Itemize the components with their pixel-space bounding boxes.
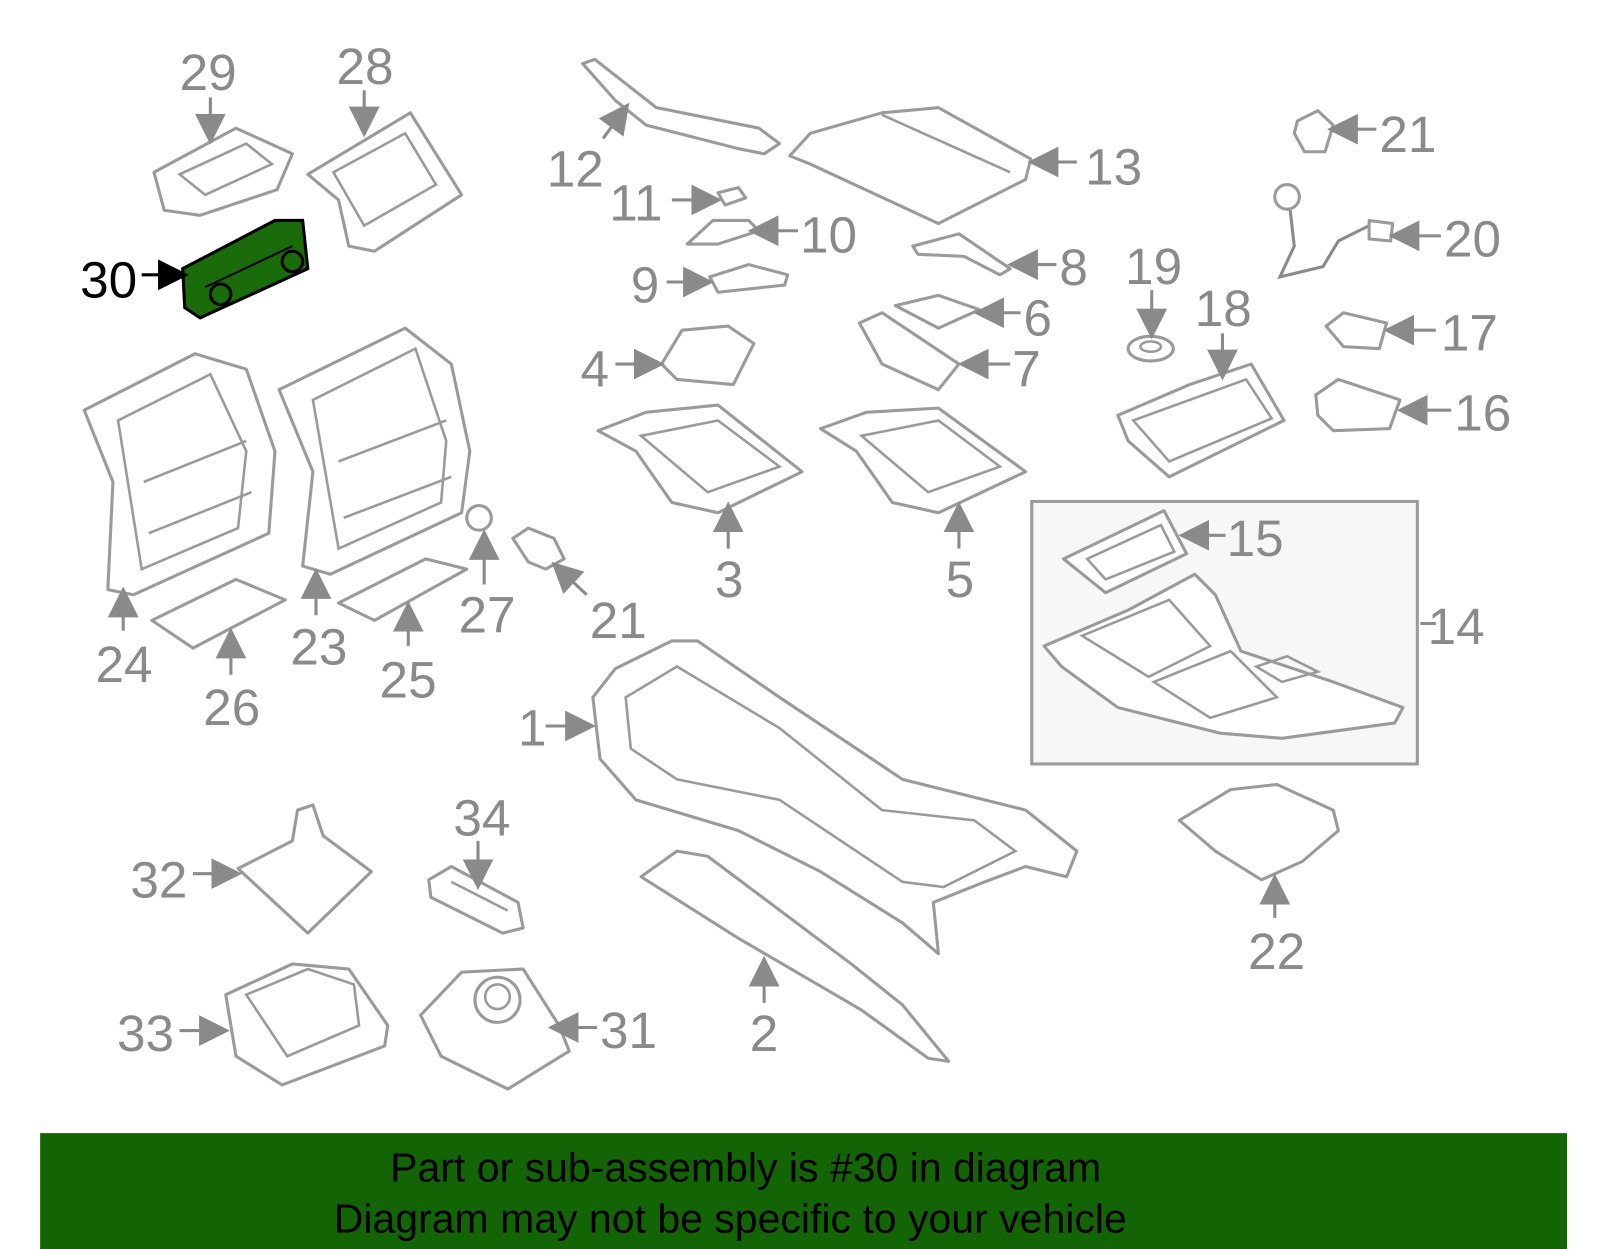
- part-26-pad[interactable]: [150, 577, 287, 650]
- part-13-armrest-lid[interactable]: [788, 106, 1033, 226]
- part-17-socket[interactable]: [1324, 311, 1389, 351]
- callout-15[interactable]: 15: [1227, 510, 1284, 567]
- part-30-climate-control-panel[interactable]: [181, 218, 310, 320]
- part-20-usb-cable[interactable]: [1273, 183, 1395, 280]
- banner-line-1: Part or sub-assembly is #30 in diagram: [390, 1144, 1101, 1190]
- callout-21[interactable]: 21: [1379, 106, 1436, 163]
- callout-9[interactable]: 9: [631, 257, 660, 314]
- callout-23[interactable]: 23: [290, 618, 347, 675]
- callout-3[interactable]: 3: [715, 551, 744, 608]
- part-33-housing[interactable]: [224, 962, 390, 1087]
- callout-17[interactable]: 17: [1441, 305, 1498, 362]
- callout-11[interactable]: 11: [609, 174, 662, 231]
- callout-16[interactable]: 16: [1454, 385, 1511, 442]
- callout-13[interactable]: 13: [1085, 139, 1142, 196]
- callout-30[interactable]: 30: [80, 251, 137, 308]
- callout-18[interactable]: 18: [1195, 280, 1252, 337]
- callout-34[interactable]: 34: [453, 790, 510, 847]
- callout-4[interactable]: 4: [581, 341, 610, 398]
- info-banner: Part or sub-assembly is #30 in diagram D…: [40, 1133, 1568, 1249]
- part-14-center-trim[interactable]: [1042, 572, 1405, 740]
- callout-28[interactable]: 28: [336, 38, 393, 95]
- part-8-bracket[interactable]: [911, 232, 1012, 277]
- part-28-vent[interactable]: [306, 111, 464, 253]
- part-15-trim-insert[interactable]: [1062, 509, 1189, 595]
- part-10-bracket[interactable]: [685, 218, 761, 246]
- banner-line-2: Diagram may not be specific to your vehi…: [334, 1196, 1127, 1242]
- callout-25[interactable]: 25: [380, 651, 437, 708]
- part-3-storage-bin[interactable]: [596, 403, 804, 515]
- part-12-trim-strip[interactable]: [581, 57, 782, 156]
- callout-14[interactable]: 14: [1428, 598, 1485, 655]
- part-1-center-console[interactable]: [591, 639, 1079, 956]
- callout-21-lower[interactable]: 21: [590, 592, 647, 649]
- part-24-side-panel[interactable]: [82, 352, 277, 597]
- part-21-grommet[interactable]: [511, 526, 566, 571]
- part-23-side-panel[interactable]: [277, 326, 472, 576]
- part-9-bracket[interactable]: [708, 263, 790, 294]
- part-32-shift-boot[interactable]: [236, 803, 373, 935]
- part-21-grommet-top[interactable]: [1292, 109, 1335, 154]
- part-19-button[interactable]: [1126, 334, 1175, 363]
- callout-5[interactable]: 5: [946, 551, 975, 608]
- part-16-module[interactable]: [1314, 377, 1402, 433]
- part-31-controller[interactable]: [419, 967, 571, 1091]
- part-22-bracket[interactable]: [1177, 782, 1340, 882]
- part-4-tray[interactable]: [660, 324, 756, 387]
- callout-24[interactable]: 24: [96, 636, 153, 693]
- callout-8[interactable]: 8: [1059, 239, 1088, 296]
- part-29-vent[interactable]: [152, 126, 294, 217]
- callout-1[interactable]: 1: [518, 700, 547, 757]
- leader-arrows: [107, 90, 1452, 1046]
- callout-7[interactable]: 7: [1012, 341, 1041, 398]
- part-18-cover[interactable]: [1116, 362, 1286, 479]
- part-27-grommet[interactable]: [465, 504, 493, 532]
- callout-32[interactable]: 32: [130, 851, 187, 908]
- callout-10[interactable]: 10: [800, 206, 857, 263]
- callout-19[interactable]: 19: [1125, 238, 1182, 295]
- callout-2[interactable]: 2: [750, 1005, 779, 1062]
- part-7-tray[interactable]: [857, 311, 961, 392]
- part-11-clip[interactable]: [716, 186, 748, 207]
- callout-20[interactable]: 20: [1444, 210, 1501, 267]
- callout-12[interactable]: 12: [547, 141, 604, 198]
- part-2-trim-strip[interactable]: [639, 849, 951, 1063]
- part-6-pad[interactable]: [893, 293, 981, 330]
- part-5-storage-bin[interactable]: [818, 406, 1028, 515]
- callout-6[interactable]: 6: [1024, 289, 1053, 346]
- part-25-pad[interactable]: [337, 557, 469, 622]
- callout-22[interactable]: 22: [1248, 923, 1305, 980]
- callout-33[interactable]: 33: [117, 1005, 174, 1062]
- callout-31[interactable]: 31: [600, 1002, 657, 1059]
- callout-29[interactable]: 29: [180, 44, 237, 101]
- part-34-switch[interactable]: [427, 864, 525, 935]
- callout-labels: 29 28 30 12 11 10 9 13 8 21 20 19 18 6 7…: [80, 38, 1511, 1062]
- callout-26[interactable]: 26: [203, 679, 260, 736]
- callout-27[interactable]: 27: [459, 587, 516, 644]
